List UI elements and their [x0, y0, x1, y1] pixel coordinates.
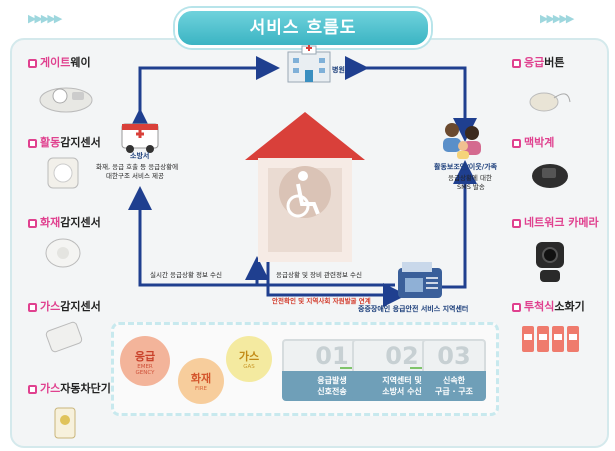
decoration-arrows-right: ▶▶▶▶▶ — [540, 12, 574, 25]
step-connector — [340, 367, 352, 369]
device-label-network-camera: 네트워크 카메라 — [512, 214, 599, 230]
smoke-detector-icon — [45, 238, 81, 268]
arrow-label-realtime: 실시간 응급상황 정보 수신 — [150, 271, 222, 279]
gas-shutoff-icon — [54, 407, 76, 439]
network-camera-icon — [536, 242, 564, 282]
ambulance-icon — [121, 123, 159, 153]
motion-sensor-icon — [47, 157, 79, 189]
bullet-icon — [512, 218, 521, 228]
phone-fax-icon — [398, 262, 442, 298]
bullet-icon — [28, 138, 37, 148]
bullet-icon — [28, 218, 37, 228]
fire-station-desc-1: 화재, 응급 호출 등 응급상황에 — [96, 163, 179, 171]
bullet-icon — [28, 58, 37, 68]
flow-arrows — [128, 56, 477, 307]
pulse-meter-icon — [532, 164, 568, 188]
arrow-label-status: 응급상황 및 장비 관련정보 수신 — [276, 271, 363, 279]
device-label-pulse-meter: 맥박계 — [512, 134, 554, 150]
category-emergency-en: EMER GENCY — [135, 364, 155, 376]
step-connector — [410, 367, 422, 369]
device-label-gas-sensor: 가스감지센서 — [28, 298, 101, 314]
family-icon — [443, 123, 481, 159]
device-label-fire-extinguisher: 투척식소화기 — [512, 298, 585, 314]
regional-center-label: 중증장애인 응급안전 서비스 지역센터 — [358, 305, 469, 313]
device-label-motion-sensor: 활동감지센서 — [28, 134, 101, 150]
bullet-icon — [512, 58, 521, 68]
fire-station-desc-2: 대한구조 서비스 제공 — [106, 172, 164, 180]
device-label-gateway: 게이트웨이 — [28, 54, 91, 70]
emergency-button-icon — [529, 92, 571, 112]
guardian-desc-1: 응급상황에 대한 — [448, 174, 492, 182]
fire-station-label: 소방서 — [130, 152, 150, 160]
decoration-arrows-left: ▶▶▶▶▶ — [28, 12, 62, 25]
gas-sensor-icon — [45, 321, 83, 353]
arrow-label-safety: 안전확인 및 지역사회 자원발굴 연계 — [272, 297, 371, 305]
hospital-icon — [287, 45, 331, 83]
bullet-icon — [28, 302, 37, 312]
device-label-gas-shutoff: 가스자동차단기 — [28, 380, 111, 396]
guardian-label: 활동보조인/이웃/가족 — [434, 163, 498, 171]
device-label-emergency-button: 응급버튼 — [512, 54, 565, 70]
bullet-icon — [512, 302, 521, 312]
bullet-icon — [512, 138, 521, 148]
page-title: 서비스 흐름도 — [175, 8, 431, 48]
device-label-fire-sensor: 화재감지센서 — [28, 214, 101, 230]
gateway-device-icon — [39, 87, 93, 113]
hospital-label: 병원 — [332, 66, 345, 74]
bullet-icon — [28, 384, 37, 394]
fire-extinguisher-icon — [522, 326, 579, 352]
guardian-desc-2: SMS 발송 — [457, 183, 485, 191]
house-icon — [245, 112, 365, 262]
